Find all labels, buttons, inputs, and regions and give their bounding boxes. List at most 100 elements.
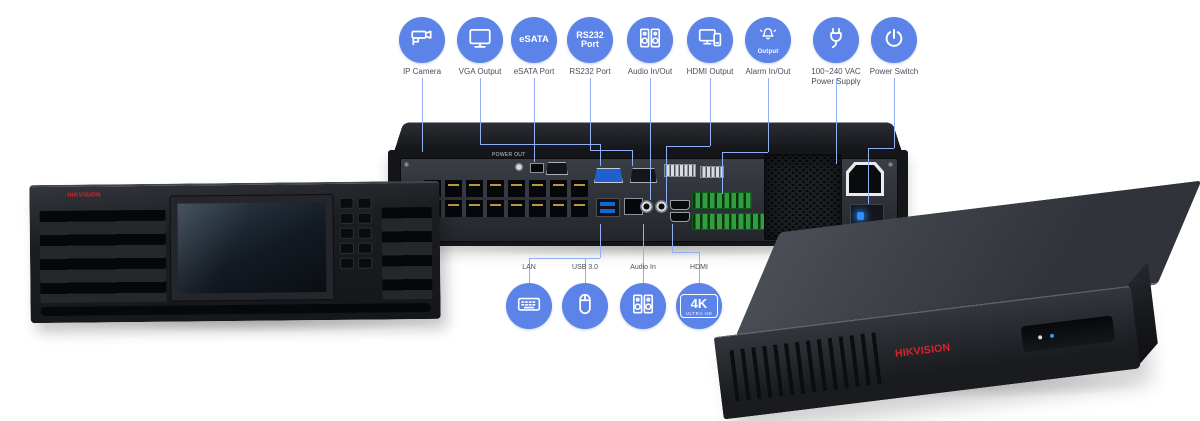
connector-line: [529, 258, 530, 283]
speakers-icon: [637, 25, 663, 56]
port-label-audio: Audio In: [630, 264, 656, 271]
hdmi-port-1: [670, 200, 690, 210]
front-panel-button: [357, 212, 372, 224]
silkscreen-label: POWER OUT: [492, 152, 526, 158]
callout-power-switch: [871, 17, 917, 63]
lcd-display: [177, 202, 327, 294]
connector-line: [590, 78, 591, 150]
audio-rca-in: [640, 200, 653, 213]
connector-line: [868, 148, 894, 149]
power-inlet-socket: [849, 165, 881, 193]
power-inlet: [846, 162, 884, 196]
port-label-hdmi: HDMI: [690, 264, 708, 271]
brand-logo: HIKVISION: [67, 192, 101, 199]
vent-slots: [729, 332, 883, 402]
fan-grille: [764, 154, 842, 240]
callout-label: eSATA Port: [513, 67, 555, 76]
callout-label: VGA Output: [458, 67, 502, 76]
screw: [888, 162, 893, 167]
connector-line: [672, 252, 699, 253]
alarm-terminal-block-2: [692, 213, 772, 230]
callout-speakers: [620, 283, 666, 329]
hdmi-port-2: [670, 212, 690, 222]
callout-label: Alarm In/Out: [745, 67, 791, 76]
connector-line: [600, 144, 601, 166]
connector-line: [590, 150, 632, 151]
front-panel-button: [340, 257, 355, 269]
mouse-icon: [572, 291, 598, 322]
callout-rs232: RS232 Port: [567, 17, 613, 63]
connector-line: [768, 78, 769, 152]
callout-power-supply: [813, 17, 859, 63]
connector-line: [868, 148, 869, 204]
alarm-bell-icon: [758, 25, 778, 50]
usb3-ports: [596, 198, 620, 217]
rs232-port: [630, 168, 657, 183]
front-panel-button: [339, 212, 354, 224]
callout-vga-output: [457, 17, 503, 63]
vent-slats-right: [381, 206, 433, 300]
poe-port-row: [424, 180, 588, 197]
front-panel-buttons: [339, 197, 373, 269]
connector-line: [534, 78, 535, 162]
connector-block: [700, 166, 724, 178]
speakers-icon: [630, 291, 656, 322]
callout-audio: [627, 17, 673, 63]
connector-line: [722, 152, 723, 194]
connector-line: [632, 150, 633, 166]
port-label-usb: USB 3.0: [571, 264, 599, 271]
connector-line: [600, 224, 601, 258]
rs232-text-icon: RS232 Port: [576, 29, 604, 49]
callout-esata: eSATA: [511, 17, 557, 63]
connector-line: [722, 152, 768, 153]
power-plug-icon: [823, 25, 849, 56]
callout-label: Audio In/Out: [627, 67, 673, 76]
connector-line: [666, 146, 667, 204]
callout-label: Power Switch: [869, 67, 919, 76]
esata-text-icon: eSATA: [519, 34, 549, 46]
connector-line: [480, 144, 600, 145]
ir-window: [1020, 315, 1116, 353]
callout-mouse: [562, 283, 608, 329]
esata-port: [546, 162, 568, 175]
port-label-lan: LAN: [522, 264, 536, 271]
callout-alarm-output: Output: [745, 17, 791, 63]
front-panel-button: [357, 227, 372, 239]
front-panel-button: [339, 242, 355, 254]
connector-line: [480, 78, 481, 144]
keyboard-icon: [516, 291, 542, 322]
callout-keyboard: [506, 283, 552, 329]
connector-line: [894, 78, 895, 148]
callout-hdmi: [687, 17, 733, 63]
alarm-output-text: Output: [757, 49, 779, 55]
vga-port: [594, 168, 623, 183]
power-switch-led: [857, 212, 864, 220]
callout-label: IP Camera: [402, 67, 442, 76]
cctv-camera-icon: [409, 25, 435, 56]
poe-port-row: [424, 200, 588, 217]
4k-uhd-icon: 4K ULTRA HD: [679, 294, 719, 318]
callout-label: RS232 Port: [569, 67, 611, 76]
connector-line: [643, 224, 644, 283]
vent-slats-left: [39, 209, 167, 304]
audio-rca-out: [655, 200, 668, 213]
connector-line: [672, 224, 673, 252]
dip-switch-block: [664, 164, 696, 177]
connector-line: [529, 258, 600, 259]
bnc-connector: [514, 162, 524, 172]
front-panel-button: [357, 242, 373, 254]
connector-line: [836, 78, 837, 164]
callout-ip-camera: [399, 17, 445, 63]
connector-line: [666, 146, 710, 147]
screw: [404, 162, 409, 167]
connector-line: [699, 252, 700, 283]
front-panel-button: [357, 197, 372, 209]
nvr-front-large: HIKVISION: [29, 180, 441, 324]
callout-4k-uhd: 4K ULTRA HD: [676, 283, 722, 329]
brand-logo: HIKVISION: [894, 341, 951, 361]
mini-connector: [530, 163, 544, 173]
monitor-icon: [467, 25, 493, 56]
connector-line: [650, 78, 651, 200]
front-panel-button: [358, 257, 373, 269]
